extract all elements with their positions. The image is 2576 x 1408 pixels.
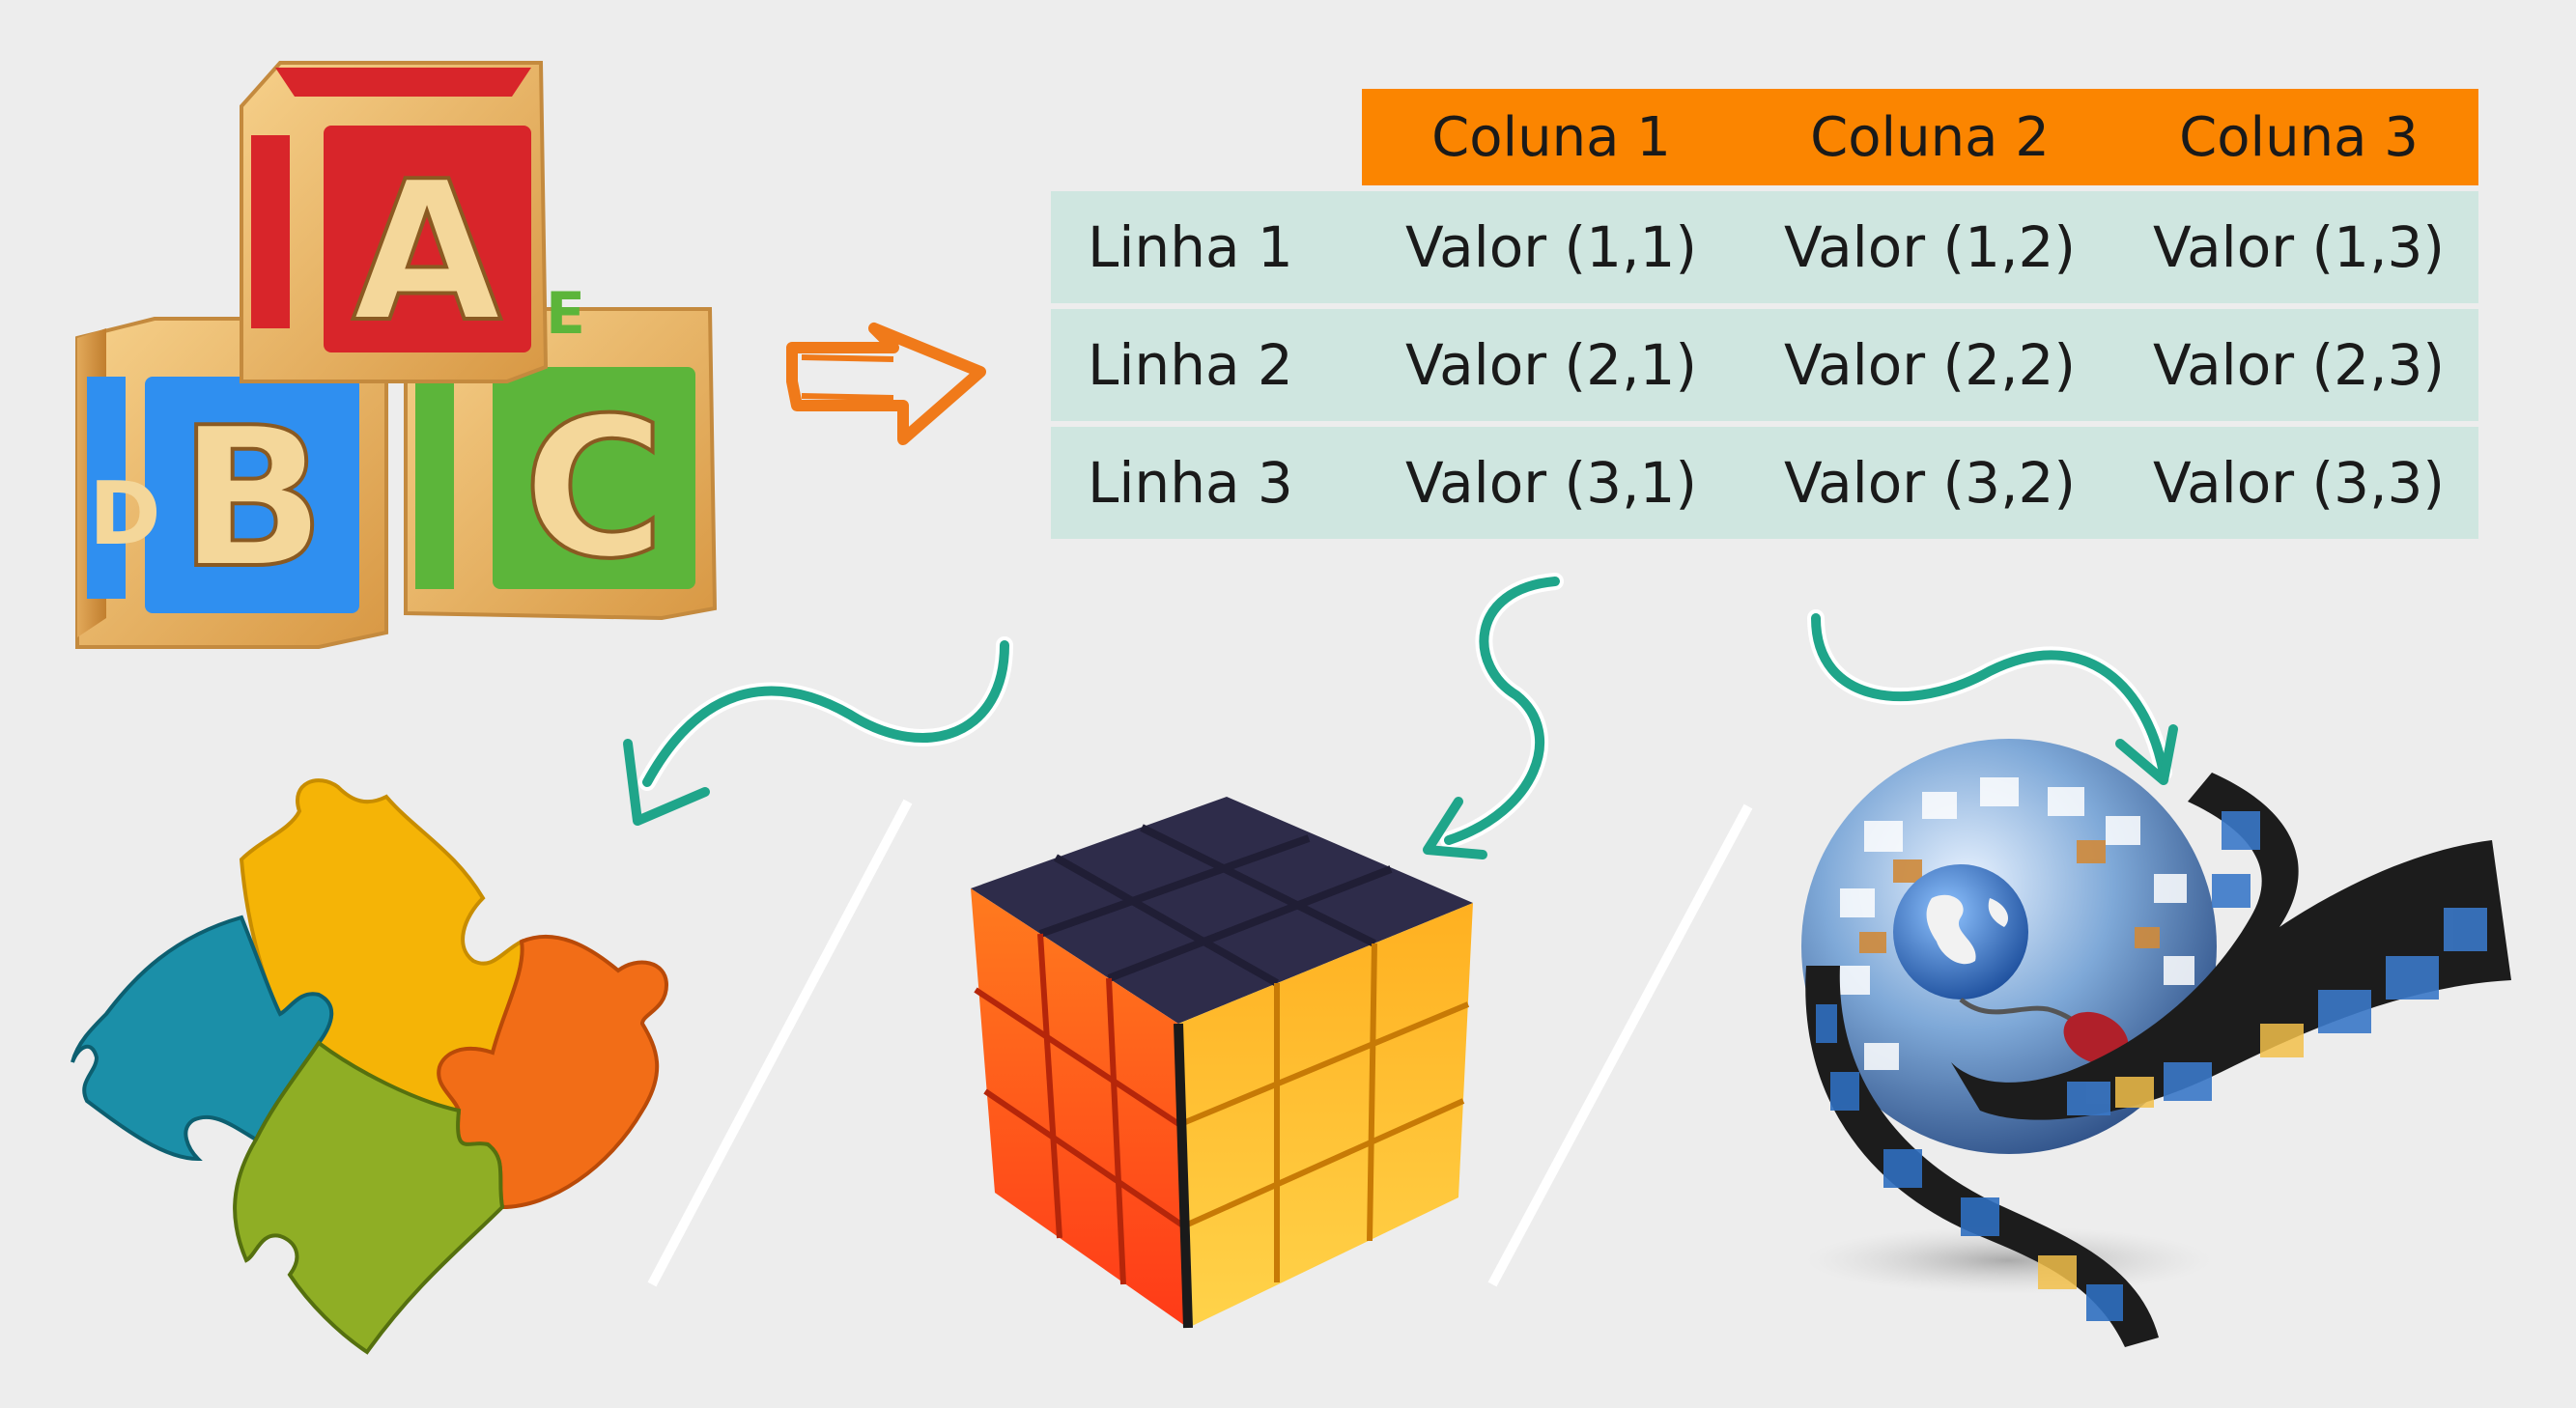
curved-arrow-middle-icon: [1423, 573, 1564, 859]
block-letter-c: C: [524, 377, 665, 602]
table-cell: Valor (1,3): [2119, 191, 2478, 303]
film-strip-icon: [1805, 773, 2511, 1347]
puzzle-icon: [71, 778, 669, 1355]
column-header-2: Coluna 2: [1741, 89, 2119, 185]
arrow-right-icon: [786, 323, 986, 445]
block-letter-a: A: [353, 140, 502, 365]
table-cell: Valor (3,2): [1741, 427, 2119, 539]
separator-line-1: [647, 799, 913, 1287]
block-letter-e: E: [546, 280, 585, 348]
table-cell: Valor (3,3): [2119, 427, 2478, 539]
column-header-3: Coluna 3: [2119, 89, 2478, 185]
block-letter-b: B: [179, 386, 326, 611]
table-cell: Valor (3,1): [1362, 427, 1741, 539]
table-cell: Valor (2,3): [2119, 309, 2478, 421]
curved-arrow-left-icon: [623, 636, 1013, 826]
abc-blocks-icon: B C A: [75, 61, 718, 649]
row-header-3: Linha 3: [1051, 427, 1362, 539]
separator-line-2: [1487, 803, 1753, 1287]
curved-arrow-right-icon: [1807, 609, 2178, 785]
row-header-2: Linha 2: [1051, 309, 1362, 421]
rubiks-cube-icon: [971, 797, 1473, 1329]
table-row: Linha 1 Valor (1,1) Valor (1,2) Valor (1…: [1051, 191, 2478, 303]
table-cell: Valor (2,1): [1362, 309, 1741, 421]
table-header-row: Coluna 1 Coluna 2 Coluna 3: [1051, 89, 2478, 185]
table-row: Linha 2 Valor (2,1) Valor (2,2) Valor (2…: [1051, 309, 2478, 421]
column-header-1: Coluna 1: [1362, 89, 1741, 185]
table-corner: [1051, 89, 1362, 185]
data-table: Coluna 1 Coluna 2 Coluna 3 Linha 1 Valor…: [1051, 83, 2478, 545]
table-row: Linha 3 Valor (3,1) Valor (3,2) Valor (3…: [1051, 427, 2478, 539]
block-letter-d: D: [89, 464, 161, 565]
row-header-1: Linha 1: [1051, 191, 1362, 303]
table-cell: Valor (1,1): [1362, 191, 1741, 303]
table-cell: Valor (2,2): [1741, 309, 2119, 421]
table-cell: Valor (1,2): [1741, 191, 2119, 303]
